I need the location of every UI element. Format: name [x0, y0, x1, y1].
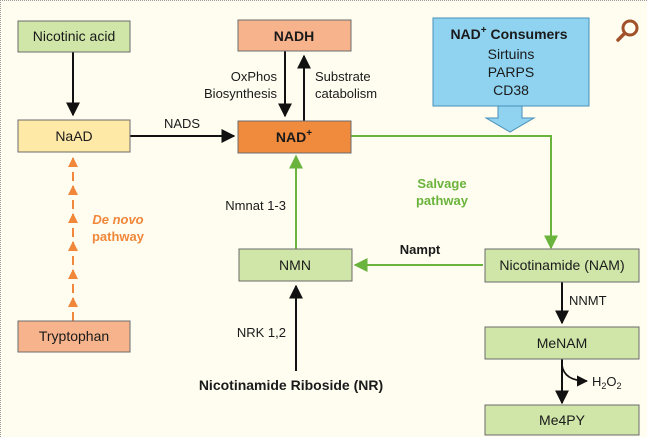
salvage-label-line2: pathway — [416, 193, 469, 208]
nicotinic-acid-label: Nicotinic acid — [33, 28, 115, 44]
h2o2-label: H2O2 — [592, 374, 622, 391]
arrow-to-h2o2 — [561, 364, 589, 387]
consumers-box — [432, 17, 590, 107]
me4py-label: Me4PY — [539, 412, 586, 428]
salvage-label: Salvage — [417, 176, 466, 191]
consumer-item: Sirtuins — [488, 46, 535, 62]
me4py-box — [484, 404, 640, 436]
substrate-label: Substrate — [315, 69, 371, 84]
catabolism-label: catabolism — [315, 86, 377, 101]
nr-label: Nicotinamide Riboside (NR) — [199, 377, 383, 393]
denovo-label-line2: pathway — [92, 229, 145, 244]
tryptophan-label: Tryptophan — [39, 328, 109, 344]
naad-box — [17, 119, 131, 153]
magnifier-icon[interactable] — [616, 19, 639, 42]
nads-label: NADS — [164, 116, 200, 131]
naad-label: NaAD — [55, 128, 92, 144]
consumer-item: PARPS — [488, 64, 534, 80]
biosynthesis-label: Biosynthesis — [204, 86, 277, 101]
nad-box — [237, 120, 352, 154]
consumers-title: NAD+ Consumers — [450, 25, 567, 42]
oxphos-label: OxPhos — [231, 69, 278, 84]
nmn-label: NMN — [279, 257, 311, 273]
nicotinic-acid-box — [17, 20, 131, 53]
denovo-chevrons — [68, 157, 78, 307]
nam-box — [484, 248, 640, 283]
nnmt-label: NNMT — [569, 293, 607, 308]
arrow-nad-to-nam — [351, 135, 558, 250]
tryptophan-box — [17, 320, 131, 353]
nad-label: NAD+ — [276, 128, 312, 145]
denovo-label: De novo — [92, 212, 143, 227]
consumers-down-arrow — [484, 104, 536, 133]
menam-label: MeNAM — [537, 335, 588, 351]
nmn-box — [238, 248, 353, 282]
nadh-box — [237, 19, 352, 52]
nam-label: Nicotinamide (NAM) — [499, 257, 624, 273]
nad-superscript: + — [306, 128, 312, 139]
nrk-label: NRK 1,2 — [237, 325, 286, 340]
menam-box — [484, 326, 640, 360]
nmnat-label: Nmnat 1-3 — [225, 198, 286, 213]
nadh-label: NADH — [274, 28, 314, 44]
consumers-title-superscript: + — [481, 25, 487, 36]
consumer-item: CD38 — [493, 82, 529, 98]
nampt-label: Nampt — [400, 242, 441, 257]
